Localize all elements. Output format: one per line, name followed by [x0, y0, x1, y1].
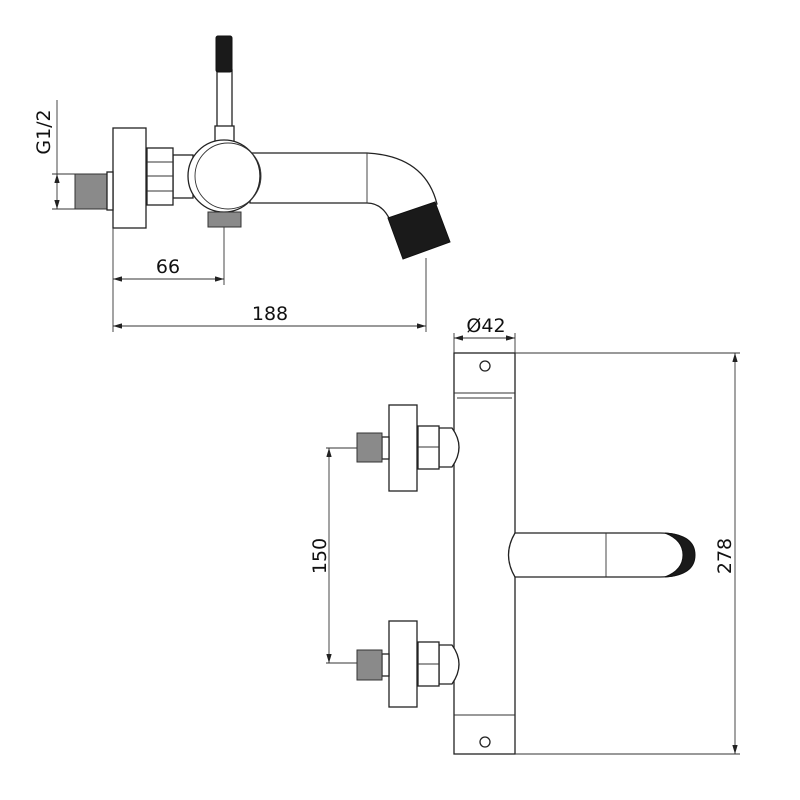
thread-size-label: G1/2 [33, 109, 55, 154]
handle-knurled-grip [215, 35, 233, 73]
lower-inlet [356, 620, 460, 708]
front-view: Ø42 150 278 [309, 315, 740, 755]
front-spout [507, 532, 693, 578]
wall-flange [112, 127, 147, 229]
dim-total-depth: 188 [252, 303, 288, 325]
hex-nut [146, 147, 174, 206]
outlet-thread [207, 211, 242, 228]
top-view: G1/2 66 188 [33, 35, 451, 332]
front-aerator [664, 532, 696, 578]
handle-stem [216, 69, 233, 129]
dim-total-height: 278 [714, 538, 736, 574]
bottom-screw-hole [479, 736, 491, 748]
upper-inlet [356, 404, 460, 492]
thermostatic-body [453, 352, 516, 755]
dim-body-diameter: Ø42 [466, 315, 505, 337]
spout-aerator [387, 201, 451, 260]
dim-inlet-spacing: 150 [309, 538, 331, 574]
inlet-thread [74, 173, 108, 210]
spout [249, 152, 438, 221]
dim-outlet-offset: 66 [156, 256, 180, 278]
top-screw-hole [479, 360, 491, 372]
